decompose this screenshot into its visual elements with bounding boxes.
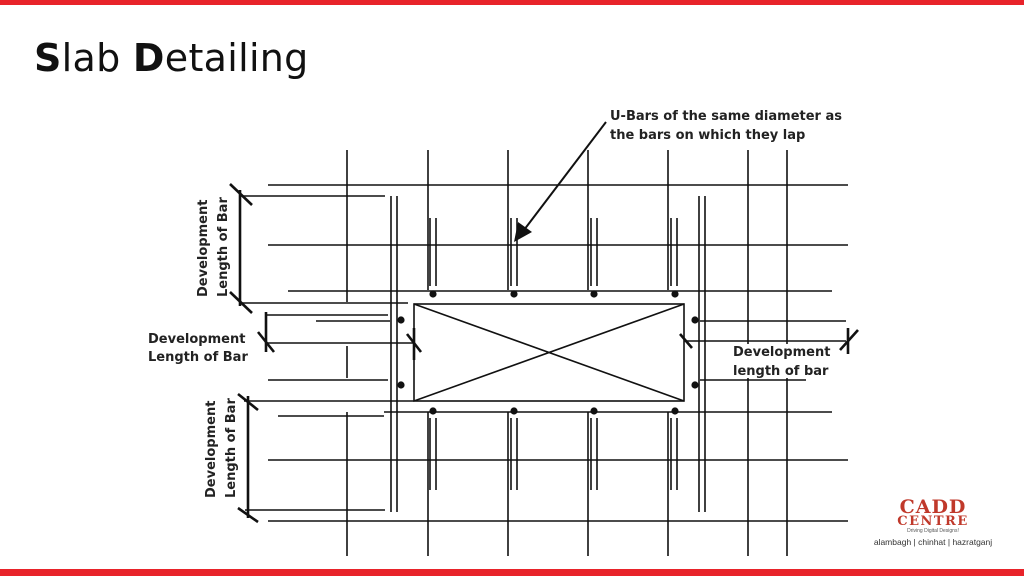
dot [590,407,598,415]
dev-right-label-line1: Development [733,345,830,360]
title-word-rest-1: lab [61,36,133,80]
dot [397,381,405,389]
ubar-label-line1: U-Bars of the same diameter as [610,109,842,124]
dot [397,316,405,324]
dim-tick [237,392,259,412]
cadd-centre-logo: CADD CENTRE Driving Digital Designs! ala… [868,496,998,548]
dev-top-label-line1: Development [196,200,211,297]
opening-diagonal [413,303,685,402]
dev-bottom-label-line1: Development [204,401,219,498]
dot [429,290,437,298]
leader-line [523,121,607,231]
reinforcement-bars [240,150,848,556]
dim-tick [229,291,253,314]
logo-tagline: Driving Digital Designs! [907,528,959,534]
dim-tick [839,329,859,351]
dot [590,290,598,298]
arrow-head-icon [514,222,532,242]
dim-tick [237,506,259,524]
dim-tick [679,333,693,349]
logo-line2: CENTRE [897,514,969,529]
top-accent-bar [0,0,1024,5]
ubar-leader [514,121,607,242]
dev-right-label-bg [728,344,838,378]
dot [671,290,679,298]
dim-tick [229,183,253,206]
dot [510,407,518,415]
slab-opening [413,303,685,402]
dot [671,407,679,415]
logo-locations: alambagh | chinhat | hazratganj [873,537,993,547]
dim-tick [256,331,276,353]
dev-right-label-line2: length of bar [733,364,829,379]
dot [691,316,699,324]
ubar-label-line2: the bars on which they lap [610,128,805,143]
dev-left-label-line2: Length of Bar [148,350,248,365]
title-word-rest-2: etailing [164,36,309,80]
dimension-lines [229,183,859,524]
dot [429,407,437,415]
dev-bottom-label-line2: Length of Bar [224,398,239,498]
slide-title: Slab Detailing [34,36,309,80]
dev-top-label-line2: Length of Bar [216,197,231,297]
title-initial-d: D [132,36,165,80]
dev-left-label-line1: Development [148,332,245,347]
bar-dots [397,290,699,415]
bottom-accent-bar [0,569,1024,576]
dim-tick [405,333,423,353]
dot [691,381,699,389]
title-initial-s: S [34,36,62,80]
logo-line1: CADD [899,496,967,518]
dot [510,290,518,298]
